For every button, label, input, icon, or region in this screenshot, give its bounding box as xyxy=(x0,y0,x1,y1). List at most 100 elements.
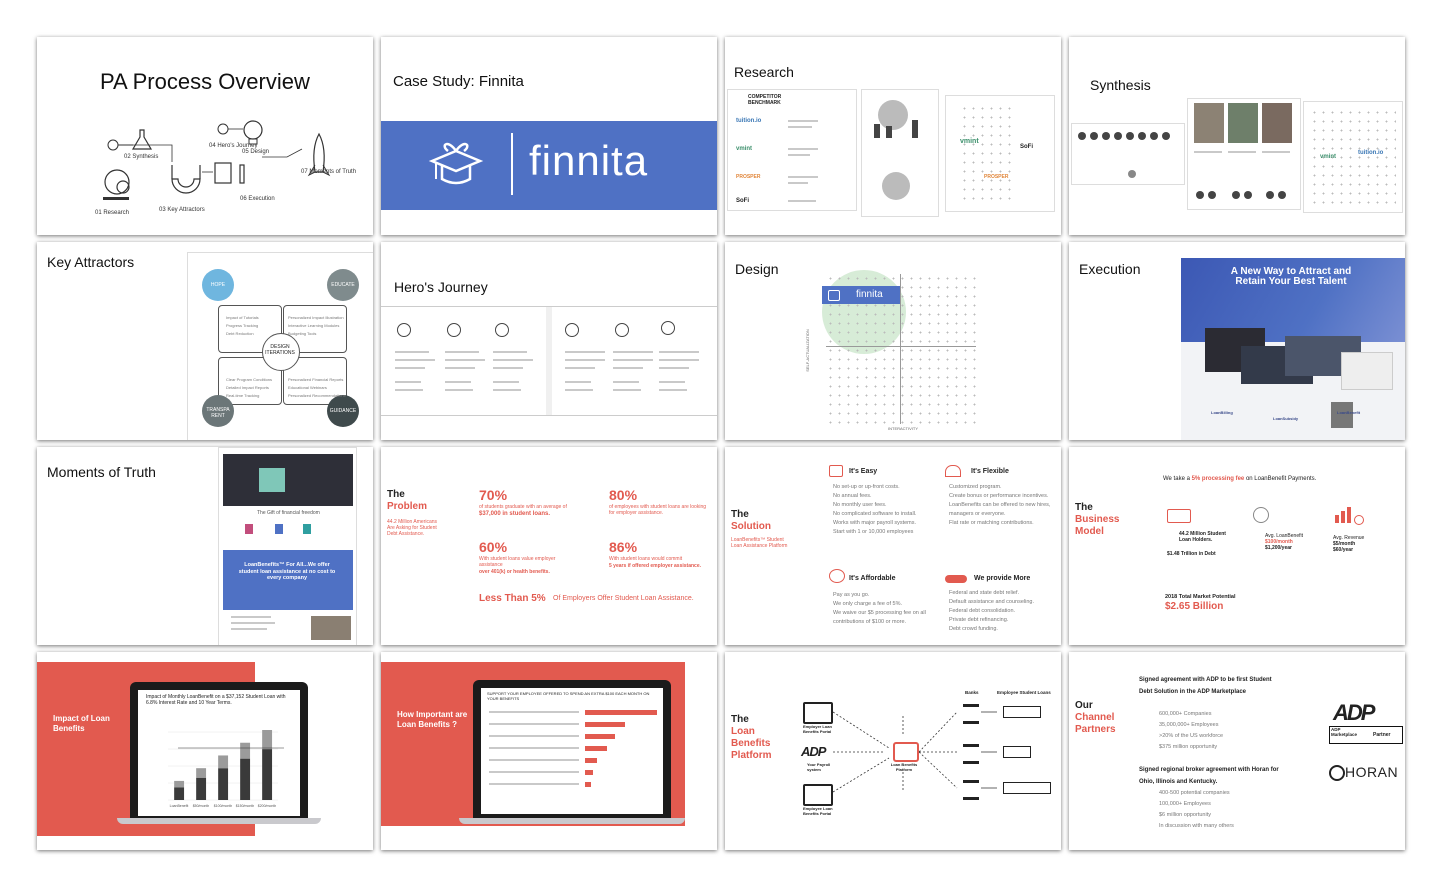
flex-heading: It's Flexible xyxy=(971,468,1009,475)
hero-text: LoanBenefits™ For All...We offer student… xyxy=(238,562,336,581)
market-value: $2.65 Billion xyxy=(1165,601,1224,612)
benchmark-panel: COMPETITOR BENCHMARK tuition.io vmint PR… xyxy=(727,89,857,211)
educate-label: EDUCATE xyxy=(331,282,355,288)
gift-cap-icon xyxy=(428,142,484,185)
easy-item: No monthly user fees. xyxy=(833,502,887,508)
bar xyxy=(174,787,185,800)
chart-headline: Impact of Monthly LoanBenefit on a $37,1… xyxy=(146,694,286,706)
more-item: Debt crowd funding. xyxy=(949,626,998,632)
laptop-display: Impact of Monthly LoanBenefit on a $37,1… xyxy=(138,690,300,816)
slide-key-attractors[interactable]: Key Attractors DESIGN ITERATIONS HOPE ED… xyxy=(37,242,373,440)
slide-execution[interactable]: Execution A New Way to Attract and Retai… xyxy=(1069,242,1405,440)
flex-item: LoanBenefits can be offered to new hires… xyxy=(949,502,1051,517)
adp-item: $375 million opportunity xyxy=(1159,744,1218,750)
slide-title: Key Attractors xyxy=(47,254,135,270)
heading-platform: Platform xyxy=(731,750,772,761)
slide-loan-benefits-platform[interactable]: The Loan Benefits Platform Employer Loan… xyxy=(725,652,1061,850)
avg-revenue-month: $5/month xyxy=(1333,541,1356,547)
journey-icon xyxy=(397,323,411,337)
label-key-attractors: 03 Key Attractors xyxy=(159,207,205,213)
adp-item: 600,000+ Companies xyxy=(1159,711,1212,717)
slide-research[interactable]: Research COMPETITOR BENCHMARK tuition.io… xyxy=(725,37,1061,235)
slide-how-important[interactable]: How Important are Loan Benefits ? SUPPOR… xyxy=(381,652,717,850)
slide-title: Execution xyxy=(1079,261,1141,277)
heading-our: Our xyxy=(1075,700,1093,711)
adp-agreement: Signed agreement with ADP to be first St… xyxy=(1139,677,1272,695)
q4-item: Personalized Recommendations xyxy=(288,393,346,398)
heading-partners: Partners xyxy=(1075,724,1116,735)
slide-the-solution[interactable]: The Solution LoanBenefits™ Student Loan … xyxy=(725,447,1061,645)
slide-the-problem[interactable]: The Problem 44.2 Million Americans Are A… xyxy=(381,447,717,645)
slide-title: Research xyxy=(734,64,794,80)
heading-model: Model xyxy=(1075,526,1104,537)
slide-heros-journey[interactable]: Hero's Journey xyxy=(381,242,717,440)
y-axis-label: SELF-ACTUALIZATION xyxy=(804,329,810,372)
portal-icon xyxy=(803,784,833,806)
toggle-icon xyxy=(945,575,967,583)
adp-partner: Partner xyxy=(1373,732,1391,738)
brand-sofi: SoFi xyxy=(736,198,749,204)
hero-banner: LoanBenefits™ For All...We offer student… xyxy=(223,550,353,610)
q1-item: Impact of Tutorials xyxy=(226,315,259,320)
loan-docs-icon xyxy=(1003,706,1041,718)
journey-icon xyxy=(447,323,461,337)
solution-subtitle: LoanBenefits™ Student Loan Assistance Pl… xyxy=(731,537,788,549)
q1-item: Progress Tracking xyxy=(226,323,259,328)
slide-case-study[interactable]: Case Study: Finnita finnita xyxy=(381,37,717,235)
brand-name: finnita xyxy=(856,289,883,300)
more-heading: We provide More xyxy=(974,575,1031,582)
easy-item: No set-up or up-front costs. xyxy=(833,484,900,490)
easy-item: No annual fees. xyxy=(833,493,872,499)
slide-title: Design xyxy=(735,261,779,277)
footer-highlight: Less Than 5% xyxy=(479,593,546,604)
adp-item: >20% of the US workforce xyxy=(1159,733,1224,739)
website-mockup: A New Way to Attract and Retain Your Bes… xyxy=(1181,258,1405,440)
laptop-base xyxy=(459,818,685,824)
slide-impact[interactable]: Impact of Loan Benefits Impact of Monthl… xyxy=(37,652,373,850)
laptop-display: SUPPORT YOUR EMPLOYEE OFFERED TO SPEND A… xyxy=(481,688,663,814)
heading-the: The xyxy=(731,509,749,520)
journey-panel xyxy=(381,306,717,416)
col-banks: Banks xyxy=(965,690,979,695)
important-title: How Important are Loan Benefits ? xyxy=(397,710,468,729)
fee-highlight: 5% processing fee xyxy=(1191,476,1245,482)
adp-logo-text: ADP xyxy=(1333,700,1375,725)
slide-pa-process-overview[interactable]: PA Process Overview 01 Research 02 Synth… xyxy=(37,37,373,235)
laptop-base xyxy=(117,818,321,824)
slide-synthesis[interactable]: Synthesis vmint tuition.io xyxy=(1069,37,1405,235)
tick-label: $50/month xyxy=(193,804,210,808)
journey-icon xyxy=(565,323,579,337)
bar xyxy=(262,730,273,750)
graduation-icon xyxy=(1167,509,1191,523)
horan-logo-text: HORAN xyxy=(1345,764,1399,780)
horan-item: 100,000+ Employees xyxy=(1159,801,1211,807)
afford-item: Pay as you go. xyxy=(833,592,870,598)
brand-chip: finnita xyxy=(822,286,900,304)
matrix-panel: vmint SoFi PROSPER xyxy=(945,95,1055,212)
bar xyxy=(218,755,229,769)
q3-item: Clear Program Conditions xyxy=(226,377,273,382)
horan-item: In discussion with many others xyxy=(1159,823,1234,829)
slide-moments-of-truth[interactable]: Moments of Truth The Gift of financial f… xyxy=(37,447,373,645)
bar xyxy=(218,768,229,800)
gift-cap-icon xyxy=(828,290,840,301)
easy-heading: It's Easy xyxy=(849,468,878,475)
slide-design[interactable]: Design finnita SELF-ACTUALIZATION INTERA… xyxy=(725,242,1061,440)
heading-problem: Problem xyxy=(387,501,428,512)
label-research: 01 Research xyxy=(95,210,130,216)
adp-item: 35,000,000+ Employees xyxy=(1159,722,1219,728)
col-student-loans: Employee Student Loans xyxy=(997,690,1051,695)
label-execution: 06 Execution xyxy=(240,196,275,202)
avg-revenue-label: Avg. Revenue xyxy=(1333,535,1365,541)
bar xyxy=(240,742,251,759)
adp-marketplace: ADP Marketplace xyxy=(1331,727,1358,737)
stat-highlight: 5 years if offered employer assistance. xyxy=(609,563,701,569)
slide-title: Case Study: Finnita xyxy=(393,73,524,90)
slide-business-model[interactable]: The Business Model We take a 5% processi… xyxy=(1069,447,1405,645)
portal-icon xyxy=(803,702,833,724)
educate-circle xyxy=(327,269,359,301)
afford-heading: It's Affordable xyxy=(849,575,896,582)
stat-text: With student loans value employer assist… xyxy=(479,556,556,568)
horan-mark-icon xyxy=(1329,765,1345,781)
slide-channel-partners[interactable]: Our Channel Partners Signed agreement wi… xyxy=(1069,652,1405,850)
